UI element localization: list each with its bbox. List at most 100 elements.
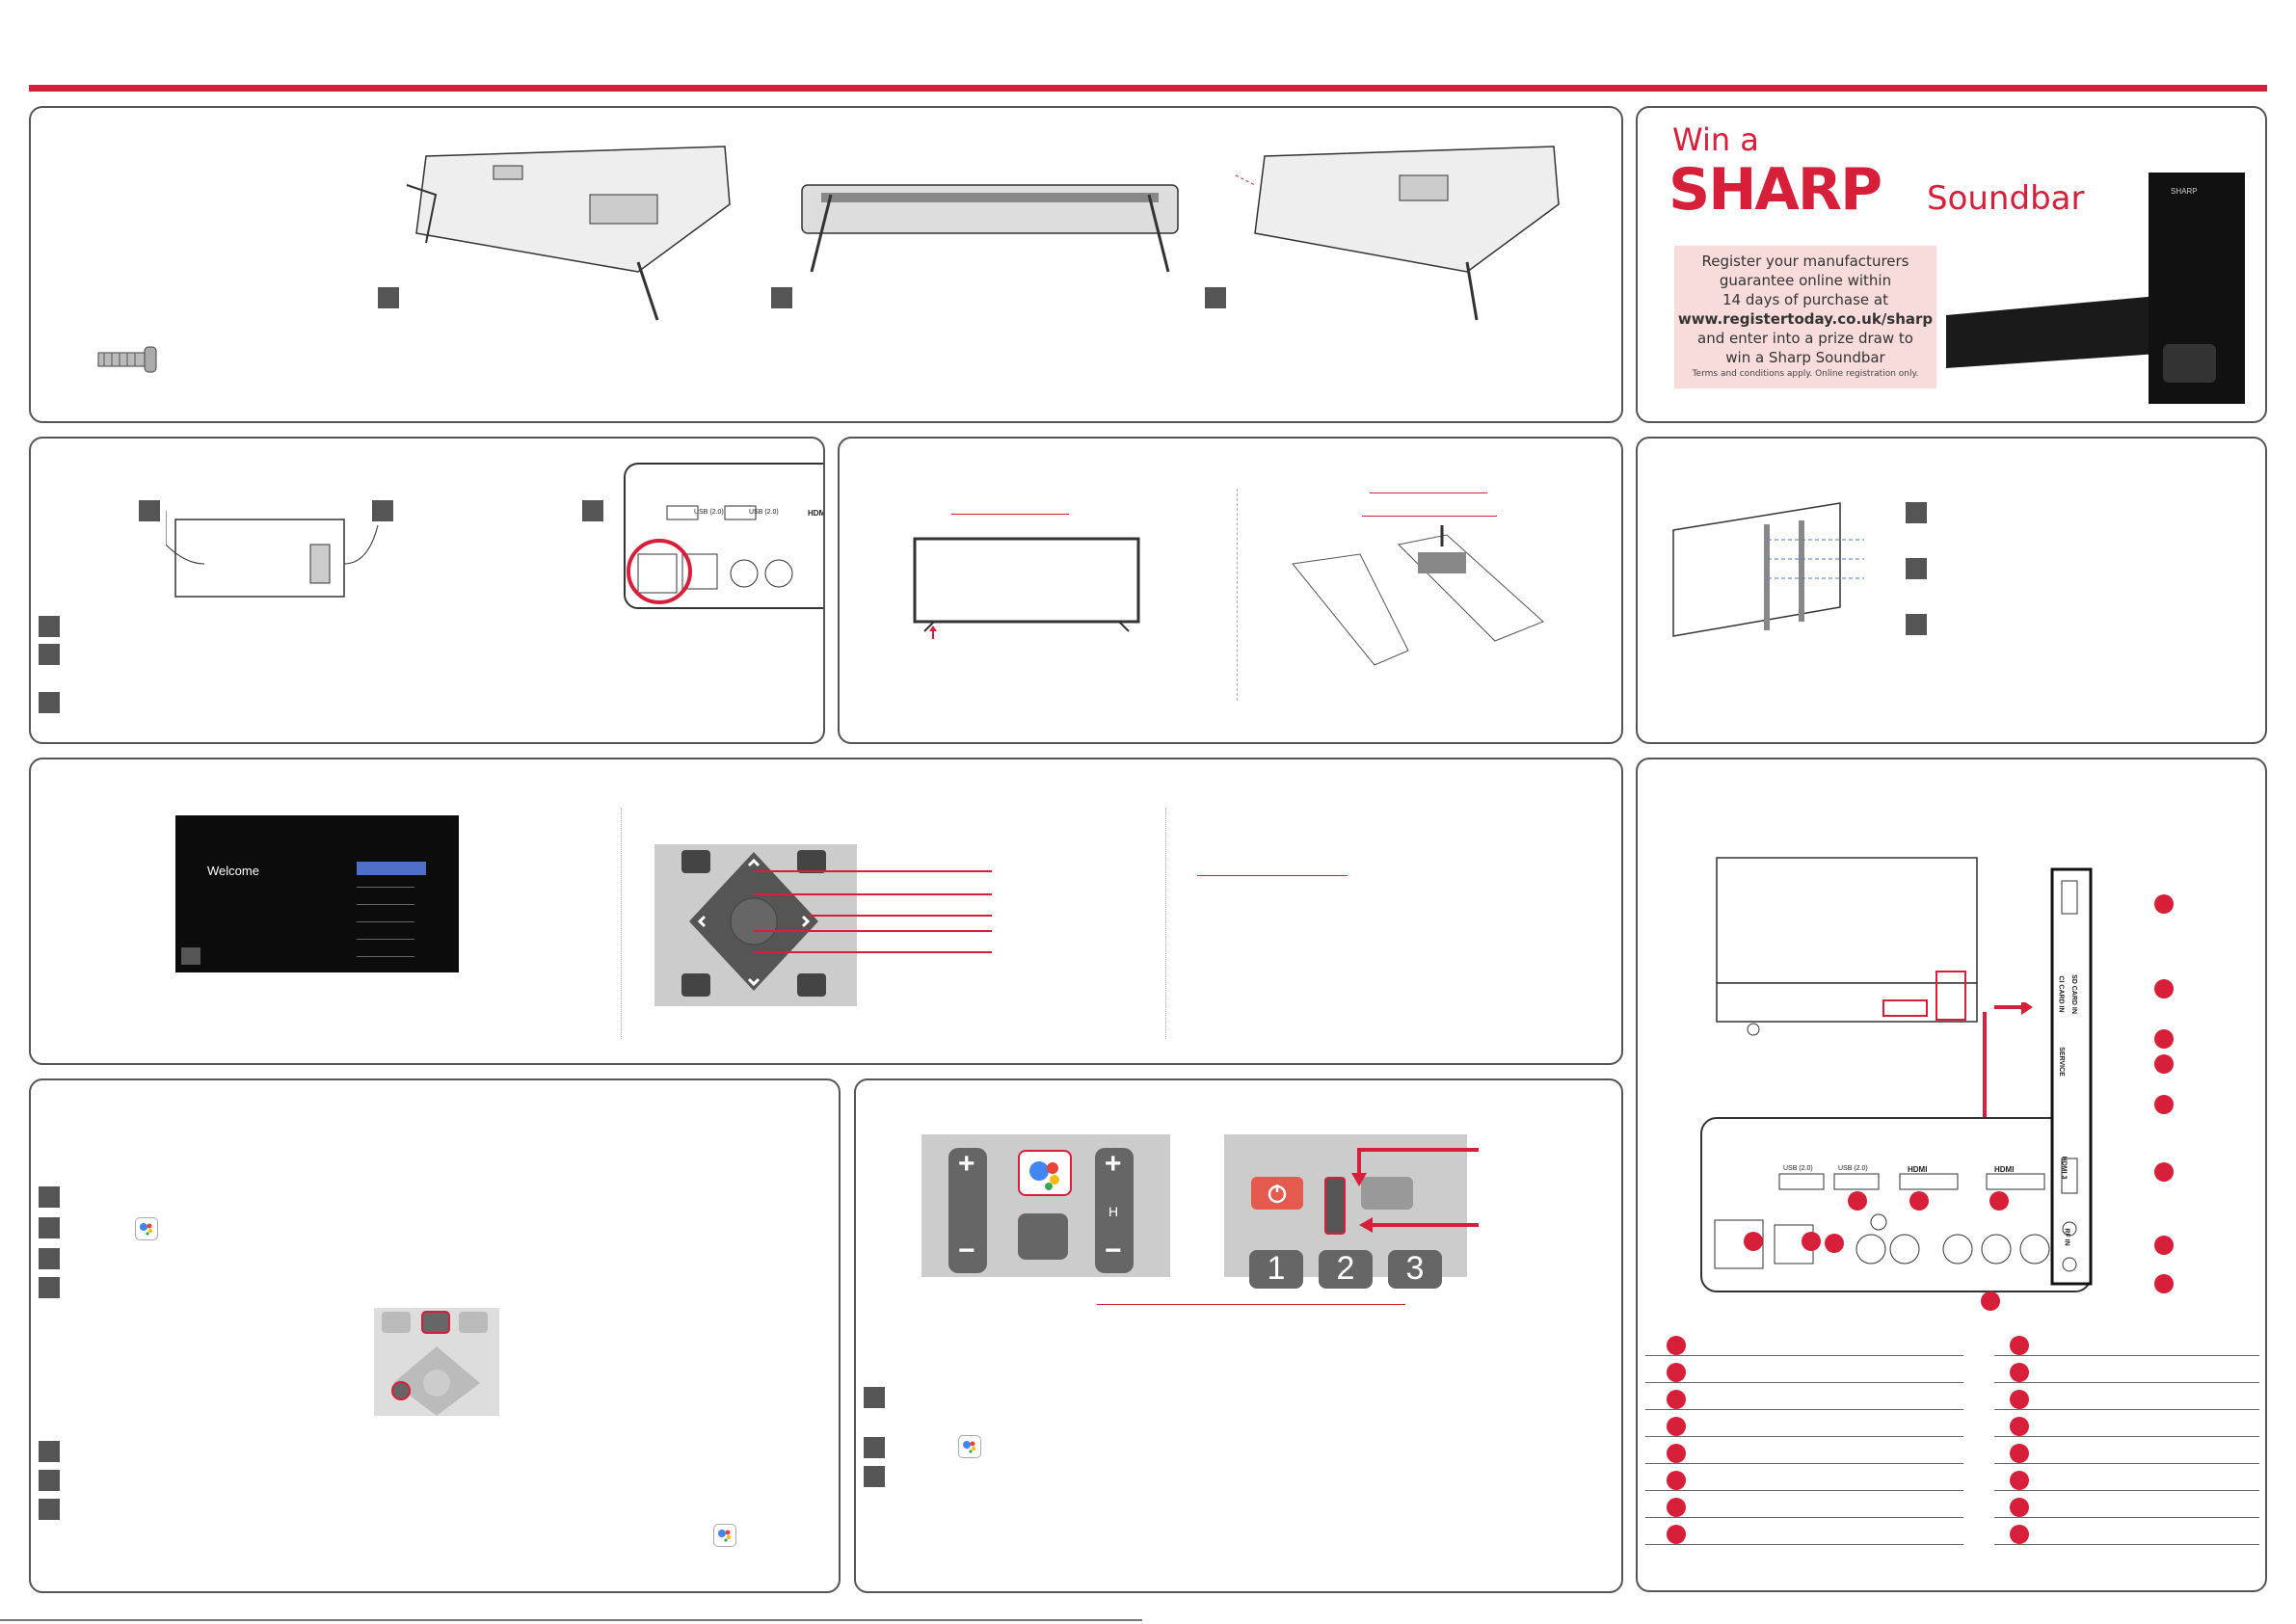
pointer-arrows xyxy=(1351,1148,1479,1233)
divider-dotted-2 xyxy=(1165,808,1166,1039)
channel-rocker[interactable] xyxy=(1095,1148,1134,1273)
legend-dot xyxy=(1667,1417,1686,1436)
divider-dashed xyxy=(1237,489,1238,701)
rear-hdmi-label: HDMI xyxy=(808,509,825,518)
legend-dot xyxy=(2010,1498,2029,1517)
panel-promo: Win a SHARP Soundbar Register your manuf… xyxy=(1636,106,2267,423)
digit-1-button[interactable]: 1 xyxy=(1249,1250,1303,1289)
mount-marker-1 xyxy=(1906,502,1927,523)
legend-rule xyxy=(1994,1544,2259,1545)
panel-remote-assistant: + − + H − 1 2 3 xyxy=(854,1078,1623,1593)
side-panel-detail xyxy=(2050,867,2093,1286)
step-1-marker xyxy=(378,287,399,308)
screw-icon xyxy=(97,346,157,373)
divider-dotted-1 xyxy=(621,808,622,1039)
callout-dot xyxy=(2154,1054,2174,1074)
remote-top-illustration: + − + H − xyxy=(921,1134,1170,1277)
top-accent-bar xyxy=(29,85,2267,92)
digit-2-button[interactable]: 2 xyxy=(1319,1250,1373,1289)
volume-down-label: − xyxy=(958,1235,975,1266)
callout-dot xyxy=(2154,1236,2174,1255)
remote-power-illustration: 1 2 3 xyxy=(1224,1134,1467,1289)
legend-dot xyxy=(1667,1471,1686,1490)
callout-dot xyxy=(2154,1162,2174,1182)
panel-stand-assembly xyxy=(29,106,1623,423)
legend-rule xyxy=(1994,1409,2259,1410)
language-selected[interactable] xyxy=(357,862,426,875)
callout-dot xyxy=(2154,1274,2174,1293)
promo-brand-logo: SHARP xyxy=(1669,156,1882,224)
legend-dot xyxy=(2010,1444,2029,1463)
step-5-marker xyxy=(39,1441,60,1462)
step-1-marker xyxy=(864,1387,885,1408)
detail-usb-label-2: USB (2.0) xyxy=(1838,1165,1868,1172)
legend-dot xyxy=(2010,1525,2029,1544)
conn-marker-b xyxy=(372,500,393,521)
legend-rule xyxy=(1645,1490,1963,1491)
rear-panel-detail xyxy=(1700,1117,2092,1292)
promo-line-1: Register your manufacturers xyxy=(1701,253,1909,270)
tv-back-illustration-1 xyxy=(406,146,731,321)
promo-product: Soundbar xyxy=(1927,179,2085,218)
digit-3-button[interactable]: 3 xyxy=(1388,1250,1442,1289)
language-item[interactable] xyxy=(357,939,414,940)
step-3-marker xyxy=(864,1466,885,1487)
legend-dot xyxy=(2010,1471,2029,1490)
detail-hdmi-label-2: HDMI xyxy=(1994,1165,2015,1174)
legend-rule xyxy=(1994,1490,2259,1491)
remote-dpad-illustration xyxy=(654,844,992,1006)
promo-url[interactable]: www.registertoday.co.uk/sharp xyxy=(1677,310,1934,328)
home-button[interactable] xyxy=(1018,1213,1068,1260)
step-7-marker xyxy=(39,1499,60,1520)
tv-front-illustration xyxy=(913,537,1140,639)
language-item[interactable] xyxy=(357,904,414,905)
led-indicator xyxy=(1324,1177,1346,1235)
language-item[interactable] xyxy=(357,921,414,922)
callout-dot xyxy=(1981,1291,2000,1311)
legend-rule xyxy=(1994,1382,2259,1383)
step-1-marker xyxy=(39,1186,60,1208)
legend-rule xyxy=(1645,1544,1963,1545)
step-a-marker xyxy=(39,616,60,637)
side-hdmi3-label: HDMI 3 xyxy=(2060,1156,2068,1180)
assistant-button[interactable] xyxy=(1018,1150,1072,1196)
promo-line-5: win a Sharp Soundbar xyxy=(1725,349,1885,366)
remote-pair-illustration xyxy=(374,1308,499,1416)
google-assistant-icon xyxy=(135,1217,158,1240)
volume-rocker[interactable] xyxy=(948,1148,987,1273)
digit-1-label: 1 xyxy=(1267,1250,1286,1287)
legend-dot xyxy=(2010,1336,2029,1355)
remote-battery-illustration xyxy=(1292,525,1544,666)
legend-rule xyxy=(1994,1355,2259,1356)
conn-marker-a xyxy=(139,500,160,521)
tv-rear-overview xyxy=(1716,857,1978,1036)
legend-dot xyxy=(1667,1363,1686,1382)
language-item[interactable] xyxy=(357,887,414,888)
power-icon xyxy=(1268,1185,1287,1204)
callout-dot xyxy=(2154,894,2174,914)
volume-up-label: + xyxy=(958,1148,975,1180)
legend-dot xyxy=(2010,1363,2029,1382)
top-right-button[interactable] xyxy=(1361,1177,1413,1210)
power-button[interactable] xyxy=(1251,1177,1303,1210)
promo-win-a: Win a xyxy=(1672,121,1759,158)
step-2-marker xyxy=(864,1437,885,1458)
digit-2-label: 2 xyxy=(1336,1250,1355,1287)
wall-mount-illustration xyxy=(1672,502,1864,637)
soundbar-brand: SHARP xyxy=(2171,187,2198,196)
channel-down-label: − xyxy=(1105,1235,1122,1266)
callout-dot xyxy=(1848,1191,1867,1211)
legend-rule xyxy=(1645,1517,1963,1518)
tv-back-illustration-2 xyxy=(1235,146,1560,321)
legend-rule xyxy=(1645,1436,1963,1437)
detail-usb-label-1: USB (2.0) xyxy=(1783,1165,1813,1172)
language-item[interactable] xyxy=(357,956,414,957)
digit-3-label: 3 xyxy=(1405,1250,1425,1287)
side-service-label: SERVICE xyxy=(2057,1047,2065,1077)
promo-line-4: and enter into a prize draw to xyxy=(1697,330,1913,347)
heading-underline-5 xyxy=(1097,1304,1405,1305)
legend-dot xyxy=(1667,1336,1686,1355)
google-assistant-icon xyxy=(1029,1161,1059,1190)
channel-h-label: H xyxy=(1108,1204,1119,1219)
tv-rear-small-illustration xyxy=(166,511,379,598)
